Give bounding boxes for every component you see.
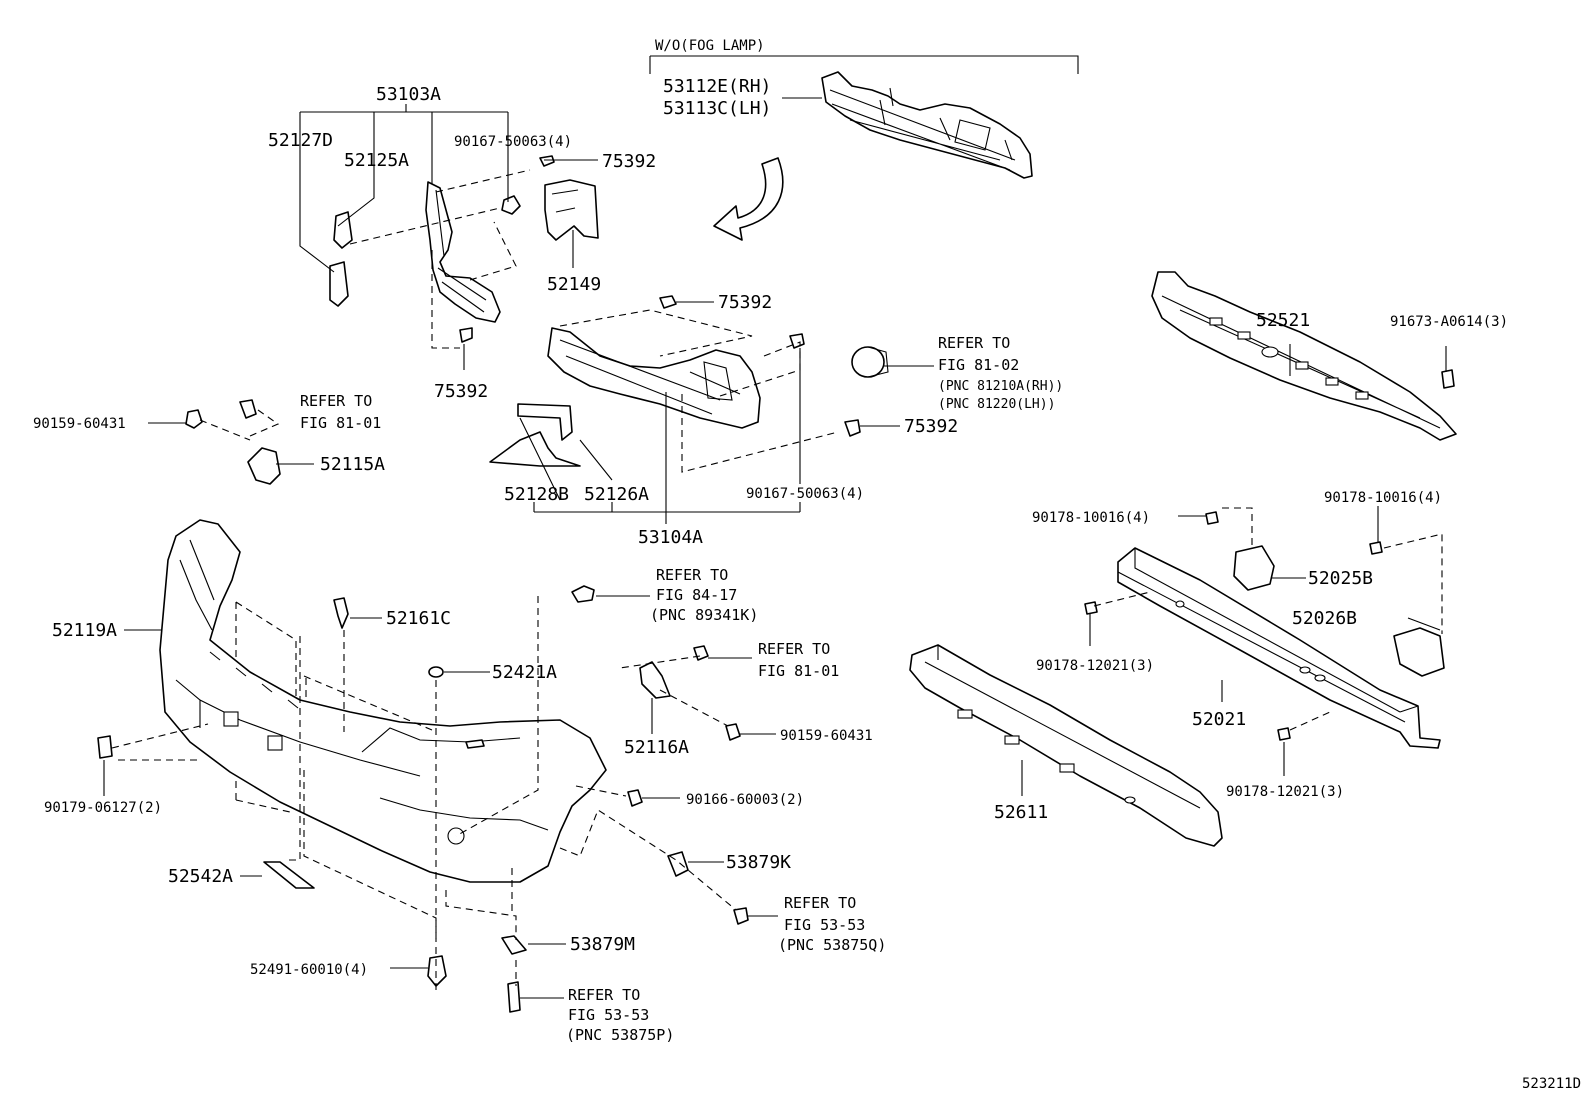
fog-lamp-drawing [851,346,889,378]
label-90167-50063-lower: 90167-50063(4) [746,486,864,502]
label-52116a: 52116A [624,737,689,758]
label-90178-12021-left: 90178-12021(3) [1036,658,1154,674]
part-labels: W/O(FOG LAMP) 53112E(RH) 53113C(LH) 5310… [33,38,1581,1092]
reinforcement-52021-drawing [1084,511,1445,749]
label-90167-50063-upper: 90167-50063(4) [454,134,572,150]
label-52115a: 52115A [320,454,385,475]
label-52127d: 52127D [268,130,333,151]
label-52026b: 52026B [1292,608,1357,629]
assembly-lines [111,169,1443,990]
label-52161c: 52161C [386,608,451,629]
refer-fig-81-01-upper-line1: REFER TO [300,392,372,410]
refer-fig-81-01-lower-line1: REFER TO [758,640,830,658]
absorber-52611-drawing [909,644,1223,847]
label-52611: 52611 [994,802,1048,823]
refer-fig-84-17-line2: FIG 84-17 [656,586,737,604]
refer-fig-53-53-upper-line1: REFER TO [784,894,856,912]
label-75392-left: 75392 [434,381,488,402]
label-52125a: 52125A [344,150,409,171]
label-52149: 52149 [547,274,601,295]
bumper-fasteners [97,585,749,1013]
refer-fig-81-02-line4: (PNC 81220(LH)) [938,397,1055,412]
leader-lines [103,97,1447,999]
label-90166-60003: 90166-60003(2) [686,792,804,808]
label-52119a: 52119A [52,620,117,641]
label-53879m: 53879M [570,934,635,955]
label-90159-60431-upper: 90159-60431 [33,416,126,432]
label-75392-mid: 75392 [718,292,772,313]
refer-fig-81-02-line3: (PNC 81210A(RH)) [938,379,1063,394]
refer-fig-53-53-lower-line1: REFER TO [568,986,640,1004]
label-53103a: 53103A [376,84,441,105]
label-52126a: 52126A [584,484,649,505]
label-52025b: 52025B [1308,568,1373,589]
bracket-53103a-drawing [329,155,599,343]
grille-53112e-drawing [821,71,1033,179]
refer-fig-81-01-lower-line2: FIG 81-01 [758,662,839,680]
refer-fig-84-17-line1: REFER TO [656,566,728,584]
label-90159-60431-lower: 90159-60431 [780,728,873,744]
refer-fig-81-01-upper-line2: FIG 81-01 [300,414,381,432]
label-52521: 52521 [1256,310,1310,331]
label-75392-upper: 75392 [602,151,656,172]
label-52128b: 52128B [504,484,569,505]
label-52491-60010: 52491-60010(4) [250,962,368,978]
label-75392-right: 75392 [904,416,958,437]
label-53879k: 53879K [726,852,791,873]
bumper-cover-52119a-drawing [159,519,607,883]
label-52421a: 52421A [492,662,557,683]
refer-fig-53-53-lower-line2: FIG 53-53 [568,1006,649,1024]
label-53113c: 53113C(LH) [663,98,771,119]
label-52021: 52021 [1192,709,1246,730]
label-90178-12021-right: 90178-12021(3) [1226,784,1344,800]
label-90179-06127: 90179-06127(2) [44,800,162,816]
clip-52115a-drawing [185,399,281,485]
retainer-52521-drawing [1151,271,1457,441]
label-90178-10016-left: 90178-10016(4) [1032,510,1150,526]
label-90178-10016-right: 90178-10016(4) [1324,490,1442,506]
refer-fig-53-53-upper-line3: (PNC 53875Q) [778,936,886,954]
label-91673-a0614: 91673-A0614(3) [1390,314,1508,330]
refer-fig-84-17-line3: (PNC 89341K) [650,606,758,624]
diagram-id: 523211D [1522,1076,1581,1092]
variant-bracket [649,55,1079,74]
refer-fig-81-02-line1: REFER TO [938,334,1010,352]
refer-fig-81-02-line2: FIG 81-02 [938,356,1019,374]
refer-fig-53-53-upper-line2: FIG 53-53 [784,916,865,934]
label-53104a: 53104A [638,527,703,548]
variant-note: W/O(FOG LAMP) [655,38,765,54]
install-arrow [713,157,784,241]
refer-fig-53-53-lower-line3: (PNC 53875P) [566,1026,674,1044]
label-52542a: 52542A [168,866,233,887]
label-53112e: 53112E(RH) [663,76,771,97]
